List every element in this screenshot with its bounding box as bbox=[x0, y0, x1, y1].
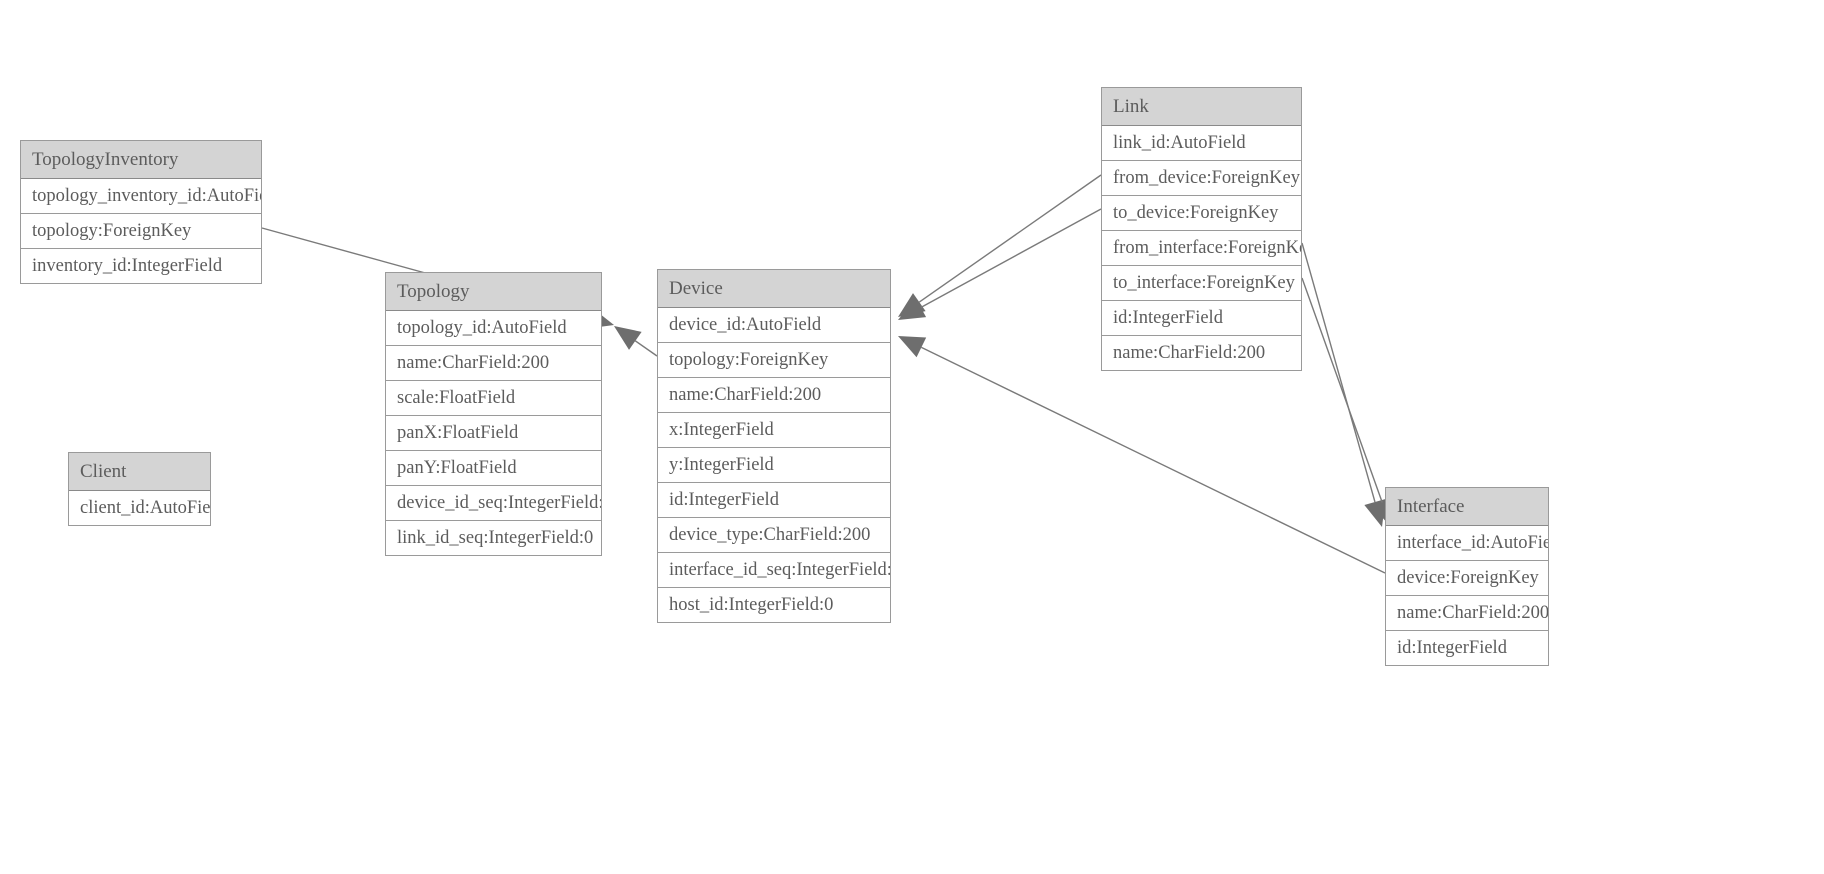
entity-field: name:CharField:200 bbox=[658, 378, 890, 413]
entity-field: topology_id:AutoField bbox=[386, 311, 601, 346]
relationship-link-to-device bbox=[898, 208, 1102, 320]
entity-field: topology:ForeignKey bbox=[21, 214, 261, 249]
entity-title-device: Device bbox=[658, 270, 890, 308]
entity-field: from_device:ForeignKey bbox=[1102, 161, 1301, 196]
entity-field: host_id:IntegerField:0 bbox=[658, 588, 890, 622]
entity-field: y:IntegerField bbox=[658, 448, 890, 483]
entity-field: topology:ForeignKey bbox=[658, 343, 890, 378]
entity-field: device_id:AutoField bbox=[658, 308, 890, 343]
entity-field: topology_inventory_id:AutoField bbox=[21, 179, 261, 214]
entity-field: inventory_id:IntegerField bbox=[21, 249, 261, 283]
entity-field: interface_id_seq:IntegerField:0 bbox=[658, 553, 890, 588]
entity-interface[interactable]: Interfaceinterface_id:AutoFielddevice:Fo… bbox=[1385, 487, 1549, 666]
entity-field: link_id:AutoField bbox=[1102, 126, 1301, 161]
entity-title-topology: Topology bbox=[386, 273, 601, 311]
entity-title-link: Link bbox=[1102, 88, 1301, 126]
entity-field: client_id:AutoField bbox=[69, 491, 210, 525]
relationship-link-from-interface bbox=[1301, 242, 1386, 527]
entity-field: panX:FloatField bbox=[386, 416, 601, 451]
relationship-device-topology bbox=[614, 326, 658, 357]
entity-title-client: Client bbox=[69, 453, 210, 491]
relationship-link-to-interface bbox=[1301, 277, 1393, 527]
entity-field: interface_id:AutoField bbox=[1386, 526, 1548, 561]
entity-field: panY:FloatField bbox=[386, 451, 601, 486]
entity-field: scale:FloatField bbox=[386, 381, 601, 416]
relationship-interface-device bbox=[898, 336, 1386, 574]
entity-field: id:IntegerField bbox=[1386, 631, 1548, 665]
entity-field: id:IntegerField bbox=[1102, 301, 1301, 336]
entity-field: to_interface:ForeignKey bbox=[1102, 266, 1301, 301]
entity-field: name:CharField:200 bbox=[386, 346, 601, 381]
entity-field: name:CharField:200 bbox=[1386, 596, 1548, 631]
entity-field: name:CharField:200 bbox=[1102, 336, 1301, 370]
entity-field: x:IntegerField bbox=[658, 413, 890, 448]
entity-field: from_interface:ForeignKey bbox=[1102, 231, 1301, 266]
entity-field: device_id_seq:IntegerField:0 bbox=[386, 486, 601, 521]
entity-field: id:IntegerField bbox=[658, 483, 890, 518]
entity-field: link_id_seq:IntegerField:0 bbox=[386, 521, 601, 555]
entity-title-interface: Interface bbox=[1386, 488, 1548, 526]
entity-title-topologyinventory: TopologyInventory bbox=[21, 141, 261, 179]
relationship-link-from-device bbox=[898, 174, 1102, 317]
entity-field: to_device:ForeignKey bbox=[1102, 196, 1301, 231]
entity-field: device:ForeignKey bbox=[1386, 561, 1548, 596]
entity-field: device_type:CharField:200 bbox=[658, 518, 890, 553]
